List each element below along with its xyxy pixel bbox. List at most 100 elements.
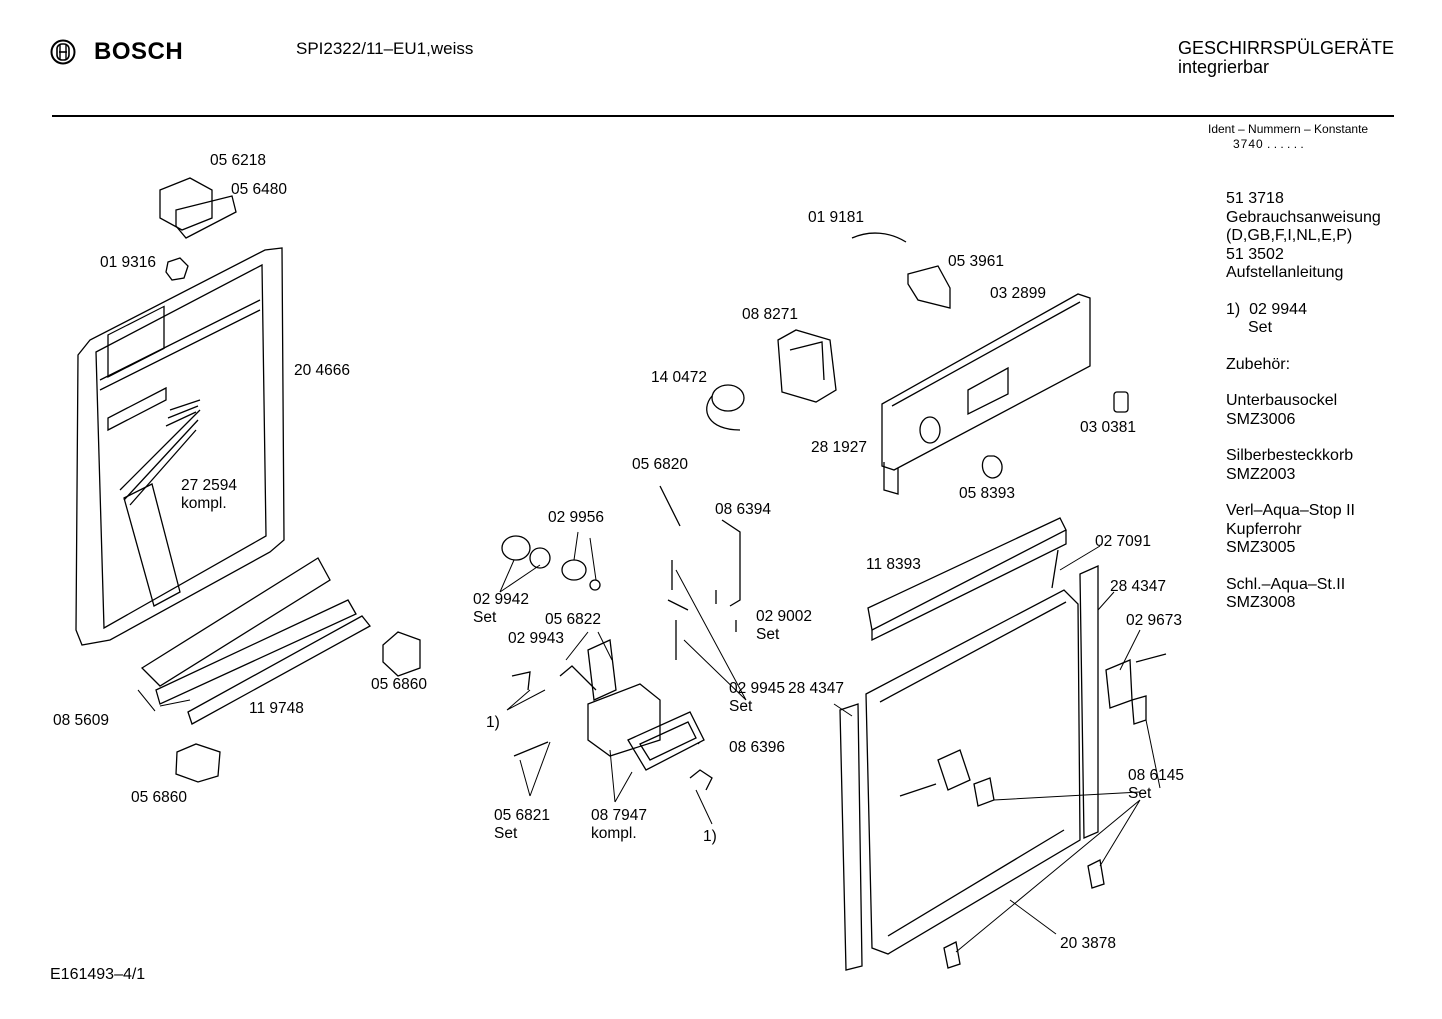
plinth-profile [140, 557, 371, 725]
accessory-item: Unterbausockel SMZ3006 [1226, 392, 1381, 429]
part-qualifier: Set [494, 825, 518, 842]
hinge-parts [899, 549, 1167, 969]
install-guide-name: Aufstellanleitung [1226, 264, 1344, 281]
part-label: 05 6480 [231, 181, 288, 198]
accessories-title: Zubehör: [1226, 355, 1291, 373]
ident-dots: . . . . . . [1267, 137, 1304, 151]
part-label: 11 8393 [866, 556, 921, 573]
category-subtitle: integrierbar [1178, 57, 1270, 77]
part-label: 02 9945 Set [729, 680, 785, 716]
footnote-marker: 1) [486, 714, 500, 731]
inner-door-panel [75, 247, 285, 646]
top-bracket [159, 177, 237, 239]
ident-title: Ident – Nummern – Konstante [1208, 122, 1369, 136]
part-label: 02 9942 Set [473, 591, 529, 627]
ident-block: Ident – Nummern – Konstante 3740 . . . .… [1208, 122, 1368, 152]
panel-cover-strip [123, 483, 181, 607]
part-label: 28 4347 [1110, 578, 1167, 595]
sidebar-parts-list: 51 3718 Gebrauchsanweisung (D,GB,F,I,NL,… [1226, 190, 1381, 631]
part-label: 08 6145 Set [1128, 767, 1184, 803]
category-title: GESCHIRRSPÜLGERÄTE [1178, 38, 1395, 58]
part-label: 02 9943 [508, 630, 565, 647]
part-number: 02 9942 [473, 591, 530, 608]
accessory-item: Verl–Aqua–Stop II Kupferrohr SMZ3005 [1226, 502, 1381, 558]
accessory-item: Schl.–Aqua–St.II SMZ3008 [1226, 576, 1381, 613]
switch-bracket [907, 265, 951, 309]
part-label: 28 4347 [788, 680, 845, 697]
top-rail [867, 517, 1067, 642]
part-qualifier: kompl. [181, 495, 227, 512]
part-qualifier: kompl. [591, 825, 637, 842]
part-label: 20 4666 [294, 362, 351, 379]
part-label: 05 8393 [959, 485, 1016, 502]
accessory-code: SMZ2003 [1226, 465, 1296, 483]
part-label: 20 3878 [1060, 935, 1117, 952]
part-label: 01 9181 [808, 209, 865, 226]
note-set: Set [1248, 319, 1273, 336]
part-label: 14 0472 [651, 369, 708, 386]
part-label: 08 6394 [715, 501, 772, 518]
timer-unit [777, 329, 837, 403]
accessory-code: SMZ3008 [1226, 594, 1296, 611]
note-key: 1) [1226, 300, 1241, 318]
accessory-name: Schl.–Aqua–St.II [1226, 575, 1346, 593]
part-label: 05 6860 [131, 789, 188, 806]
model-number: SPI2322/11–EU1,weiss [296, 39, 474, 58]
product-category: GESCHIRRSPÜLGERÄTE integrierbar [1178, 39, 1394, 77]
documents-group: 51 3718 Gebrauchsanweisung (D,GB,F,I,NL,… [1226, 190, 1381, 283]
accessory-code: SMZ3005 [1226, 539, 1296, 556]
part-label: 05 6820 [632, 456, 689, 473]
small-button [981, 391, 1129, 479]
part-number: 02 9945 [729, 680, 786, 697]
accessory-name-2: Kupferrohr [1226, 520, 1302, 538]
part-label: 02 7091 [1095, 533, 1152, 550]
brand-logo: BOSCH [50, 38, 183, 66]
part-label: 05 3961 [948, 253, 1005, 270]
part-number: 27 2594 [181, 477, 238, 494]
part-number: 02 9002 [756, 608, 813, 625]
small-clip [165, 257, 189, 281]
control-panel [881, 293, 1091, 495]
header-divider [52, 115, 1394, 117]
manual-name: Gebrauchsanweisung [1226, 208, 1381, 226]
side-rail-right [1079, 564, 1099, 839]
part-label: 27 2594 kompl. [181, 477, 237, 513]
part-qualifier: Set [473, 609, 497, 626]
part-label: 08 7947 kompl. [591, 807, 647, 843]
door-front-panel [865, 589, 1081, 955]
part-label: 03 0381 [1080, 419, 1137, 436]
side-rail-left [839, 703, 863, 971]
part-label: 03 2899 [990, 285, 1047, 302]
part-qualifier: Set [756, 626, 780, 643]
part-label: 02 9002 Set [756, 608, 812, 644]
part-label: 11 9748 [249, 700, 304, 717]
part-label: 08 6396 [729, 739, 786, 756]
part-label: 05 6218 [210, 152, 267, 169]
manual-number: 51 3718 [1226, 190, 1284, 207]
end-cap [175, 631, 421, 783]
part-label: 08 8271 [742, 306, 799, 323]
part-number: 08 7947 [591, 807, 648, 824]
cable [851, 232, 907, 243]
part-label: 28 1927 [811, 439, 868, 456]
part-label: 01 9316 [100, 254, 157, 271]
part-qualifier: Set [1128, 785, 1152, 802]
knob [706, 384, 745, 431]
part-label: 02 9673 [1126, 612, 1183, 629]
accessory-name: Unterbausockel [1226, 392, 1338, 409]
part-label: 05 6821 Set [494, 807, 550, 843]
brand-name: BOSCH [94, 38, 184, 65]
dosing-parts [501, 535, 713, 791]
part-number: 05 6821 [494, 807, 551, 824]
part-qualifier: Set [729, 698, 753, 715]
leader-lines [137, 531, 1161, 953]
part-label: 08 5609 [53, 712, 110, 729]
accessory-item: Silberbesteckkorb SMZ2003 [1226, 447, 1381, 484]
document-id: E161493–4/1 [50, 966, 146, 983]
part-label: 05 6860 [371, 676, 428, 693]
bosch-armature-icon [50, 39, 76, 65]
accessory-name: Silberbesteckkorb [1226, 447, 1354, 464]
hinge-pins [659, 485, 741, 660]
footnote-marker: 1) [703, 828, 717, 845]
